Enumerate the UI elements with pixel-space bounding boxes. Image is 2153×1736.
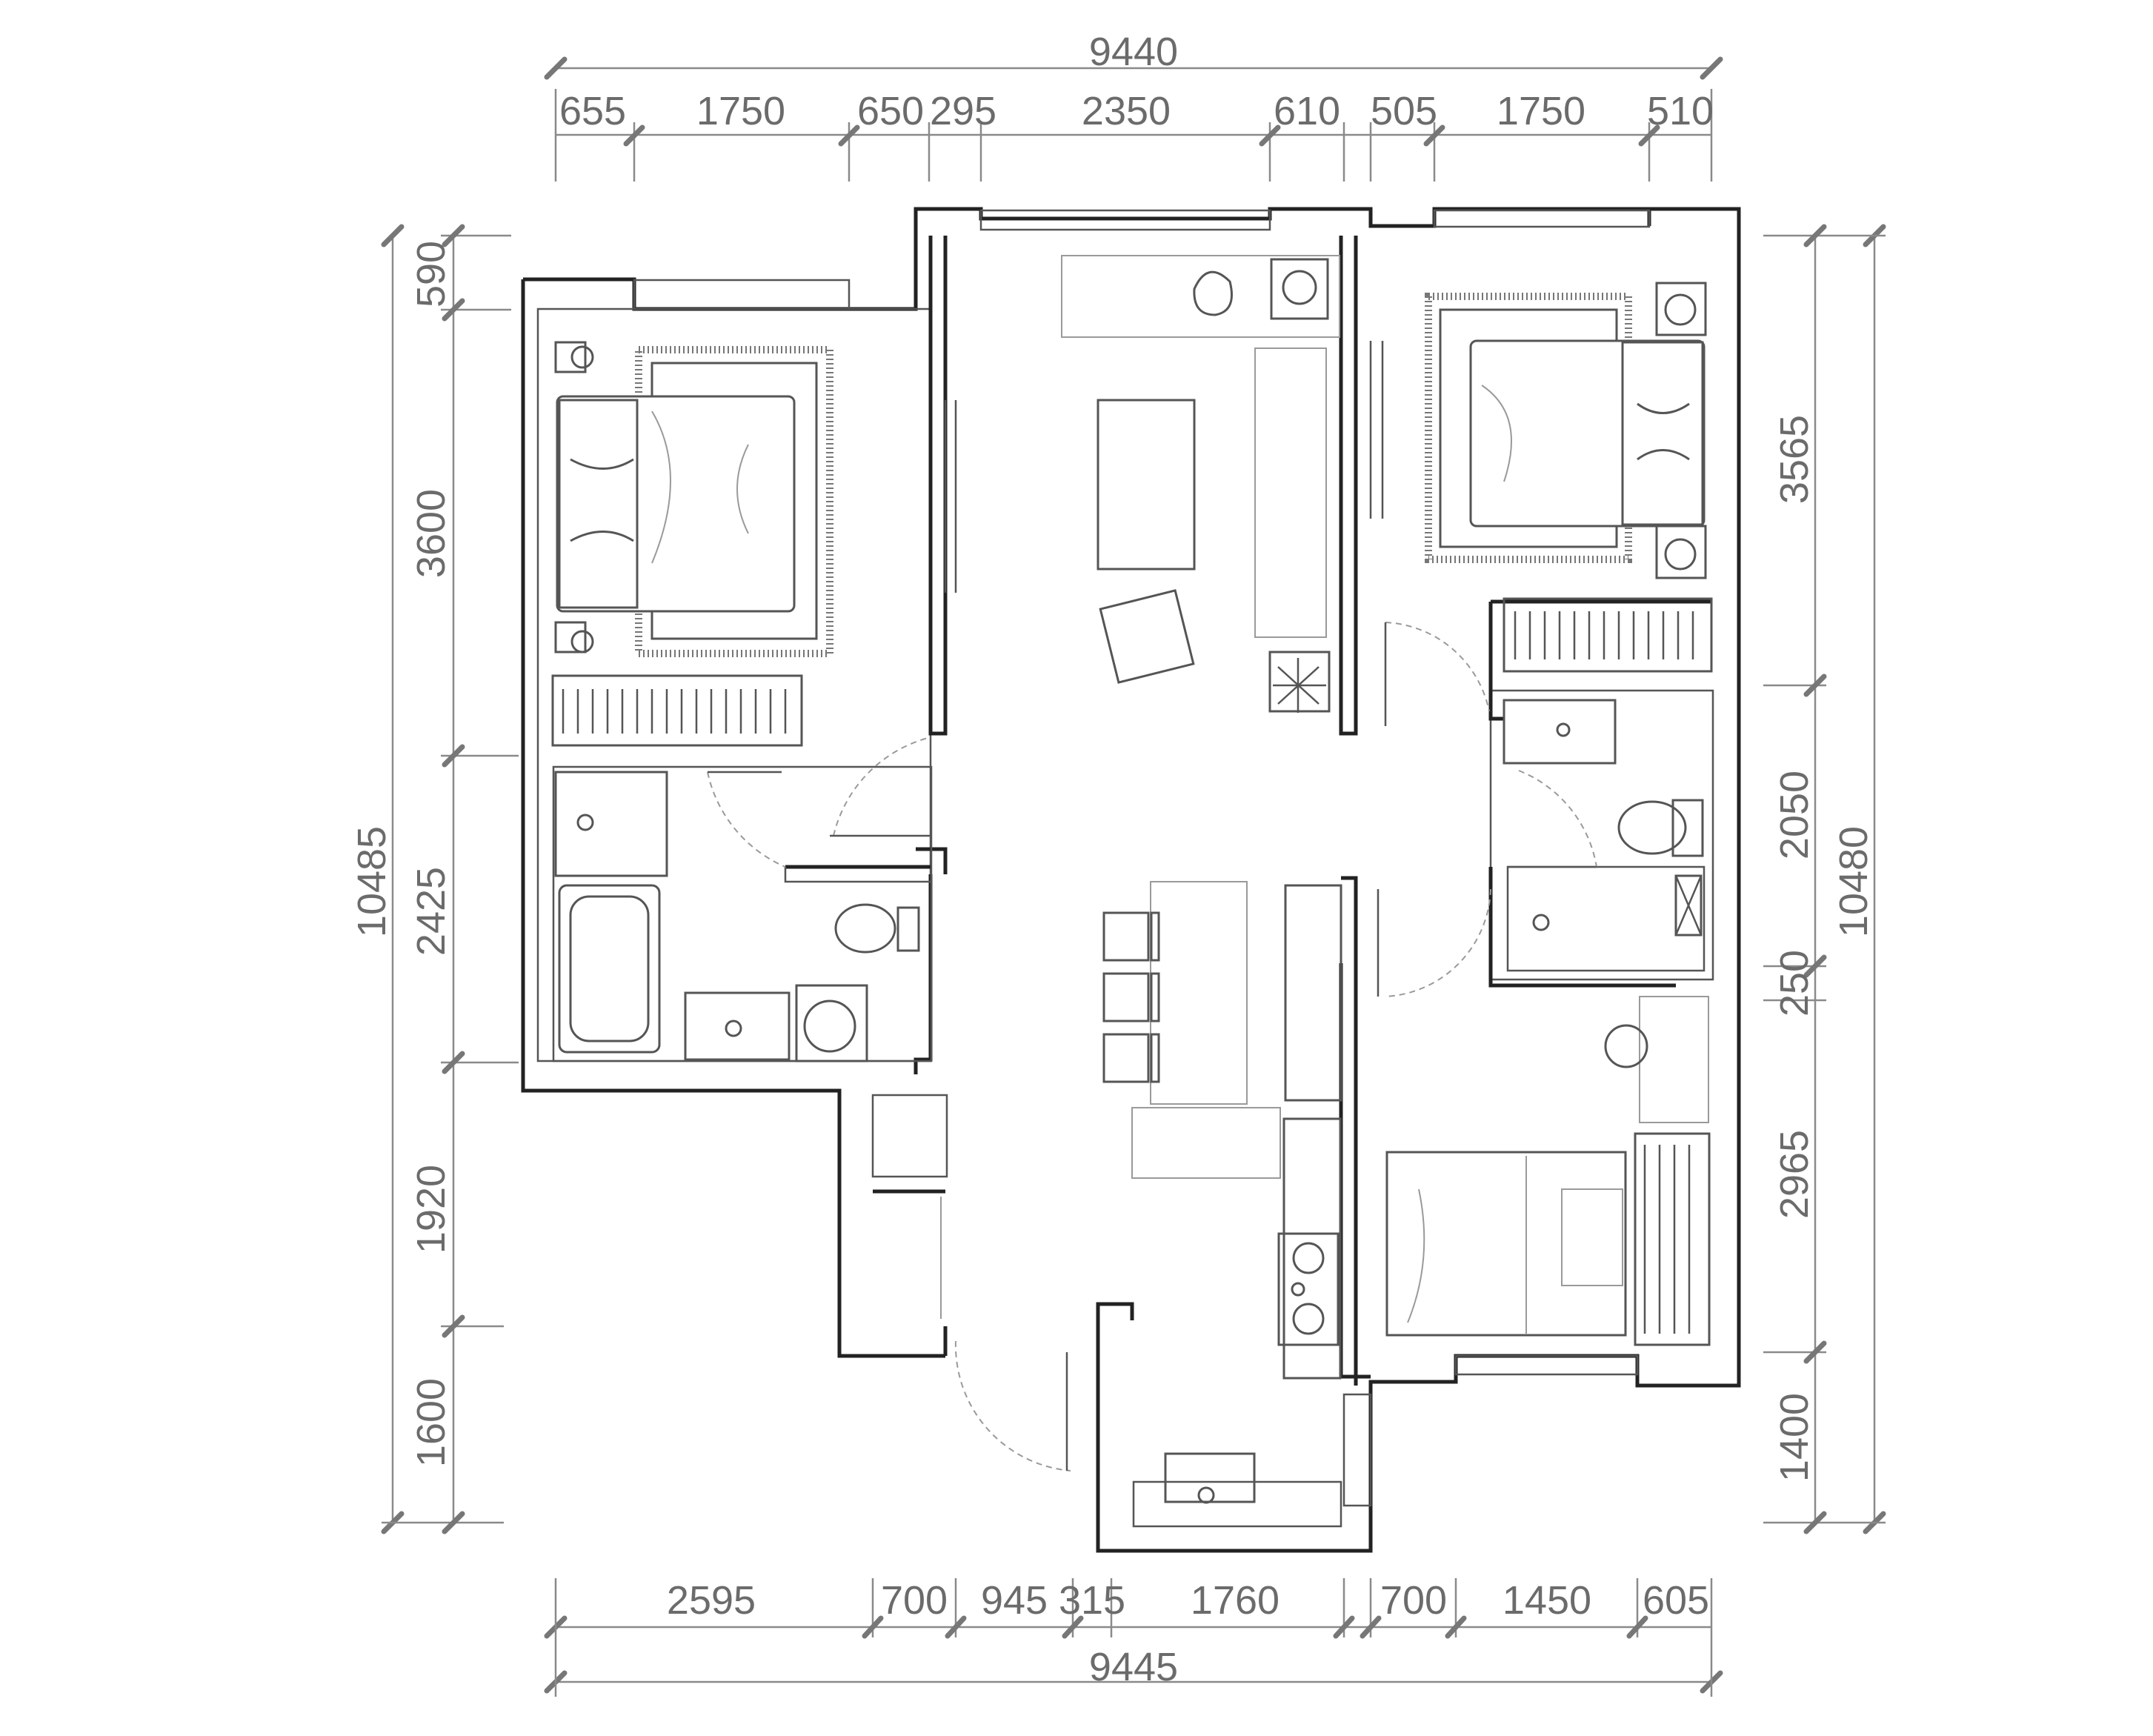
right-bedroom-top-door bbox=[1385, 622, 1490, 712]
left-bathroom-door bbox=[707, 771, 786, 868]
top-total-label: 9440 bbox=[1089, 30, 1178, 74]
right-bedroom-bottom-furniture bbox=[1385, 996, 1711, 1346]
right-dimensions: 10480 3565 2050 250 2965 1400 bbox=[1763, 224, 1886, 1534]
coffee-table bbox=[1097, 399, 1196, 571]
left-total-label: 10485 bbox=[350, 826, 394, 937]
closet bbox=[1634, 1132, 1711, 1346]
dining-furniture bbox=[1102, 881, 1342, 1179]
kitchen-sink bbox=[1164, 1452, 1256, 1503]
bottom-total-label: 9445 bbox=[1089, 1645, 1178, 1689]
bottom-seg-4: 315 bbox=[1059, 1578, 1125, 1623]
bed-left bbox=[556, 395, 796, 613]
sideboard bbox=[1284, 884, 1342, 1102]
bed-right-top bbox=[1469, 339, 1706, 528]
top-ticks bbox=[554, 89, 1713, 182]
toilet-right bbox=[1617, 800, 1687, 855]
left-bathroom-furniture bbox=[554, 771, 920, 1062]
exterior-walls bbox=[521, 207, 1741, 1553]
sink-right bbox=[1503, 699, 1617, 765]
top-seg-3: 650 bbox=[857, 89, 924, 133]
kitchen-furniture bbox=[1164, 1117, 1342, 1504]
toilet-left bbox=[834, 903, 896, 954]
vanity bbox=[684, 991, 791, 1061]
washer bbox=[795, 984, 868, 1062]
bottom-ticks bbox=[554, 1578, 1713, 1697]
right-seg-4: 2965 bbox=[1772, 1130, 1817, 1219]
right-total-label: 10480 bbox=[1831, 826, 1876, 937]
bottom-seg-2: 700 bbox=[881, 1578, 948, 1623]
right-bedroom-top-furniture bbox=[1425, 282, 1713, 673]
armchair bbox=[1099, 589, 1195, 684]
counter bbox=[1282, 1117, 1342, 1380]
left-seg-5: 1600 bbox=[409, 1378, 453, 1467]
top-seg-4: 295 bbox=[930, 89, 996, 133]
bed-right-bottom bbox=[1385, 1151, 1627, 1337]
left-seg-2: 3600 bbox=[409, 489, 453, 578]
right-ticks bbox=[1763, 224, 1886, 1534]
bottom-seg-5: 1760 bbox=[1191, 1578, 1280, 1623]
left-ticks bbox=[382, 224, 519, 1534]
top-seg-2: 1750 bbox=[696, 89, 785, 133]
top-seg-9: 510 bbox=[1647, 89, 1714, 133]
dining-table bbox=[1150, 881, 1248, 1105]
bottom-seg-3: 945 bbox=[981, 1578, 1048, 1623]
top-seg-8: 1750 bbox=[1497, 89, 1585, 133]
right-seg-1: 3565 bbox=[1772, 415, 1817, 504]
living-room-furniture bbox=[944, 255, 1384, 713]
top-seg-1: 655 bbox=[559, 89, 626, 133]
left-wardrobe bbox=[551, 674, 803, 747]
entry-door bbox=[954, 1340, 1071, 1471]
top-dimensions: 9440 655 1750 650 295 2350 610 505 1750 … bbox=[544, 30, 1723, 182]
right-bedroom-bottom-door bbox=[1385, 888, 1491, 997]
top-seg-6: 610 bbox=[1274, 89, 1340, 133]
right-bathroom-furniture bbox=[1503, 699, 1704, 937]
stove bbox=[1277, 1232, 1340, 1346]
bottom-seg-8: 605 bbox=[1643, 1578, 1709, 1623]
bottom-seg-7: 1450 bbox=[1503, 1578, 1591, 1623]
right-seg-3: 250 bbox=[1772, 950, 1817, 1017]
left-seg-4: 1920 bbox=[409, 1165, 453, 1254]
bottom-seg-1: 2595 bbox=[667, 1578, 756, 1623]
bottom-dimensions: 2595 700 945 315 1760 700 1450 605 9445 bbox=[544, 1578, 1723, 1697]
left-seg-3: 2425 bbox=[409, 867, 453, 956]
right-seg-2: 2050 bbox=[1772, 771, 1817, 859]
doors bbox=[707, 622, 1597, 1471]
left-bedroom-furniture bbox=[551, 341, 833, 747]
top-seg-7: 505 bbox=[1371, 89, 1437, 133]
bathtub bbox=[558, 884, 661, 1054]
bottom-seg-6: 700 bbox=[1380, 1578, 1447, 1623]
right-seg-5: 1400 bbox=[1772, 1393, 1817, 1482]
right-bathroom-door bbox=[1518, 770, 1597, 868]
right-wardrobe bbox=[1503, 597, 1713, 673]
sofa bbox=[1254, 347, 1327, 638]
left-dimensions: 10485 590 3600 2425 1920 1600 bbox=[350, 224, 519, 1534]
left-bedroom-door bbox=[833, 736, 931, 837]
left-seg-1: 590 bbox=[409, 241, 453, 307]
top-seg-5: 2350 bbox=[1082, 89, 1171, 133]
